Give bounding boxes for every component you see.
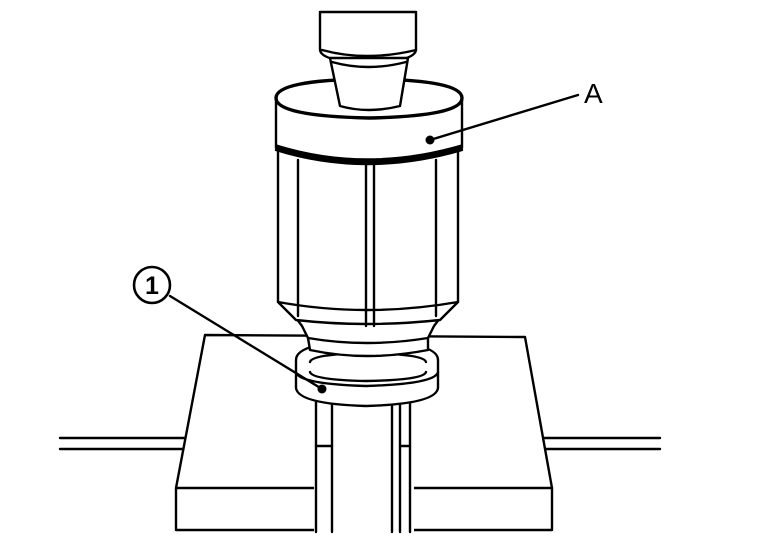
callout-a-label: A: [584, 78, 603, 109]
callout-a: A: [425, 78, 603, 145]
callout-1-number: 1: [145, 272, 159, 300]
base-rails: [58, 436, 662, 451]
shaft: [314, 398, 414, 540]
tool-body: [276, 148, 460, 328]
callout-1-circle: [132, 265, 172, 305]
callout-1: 1: [132, 265, 327, 394]
press-ram: [318, 10, 418, 112]
tool-neck: [294, 316, 442, 358]
